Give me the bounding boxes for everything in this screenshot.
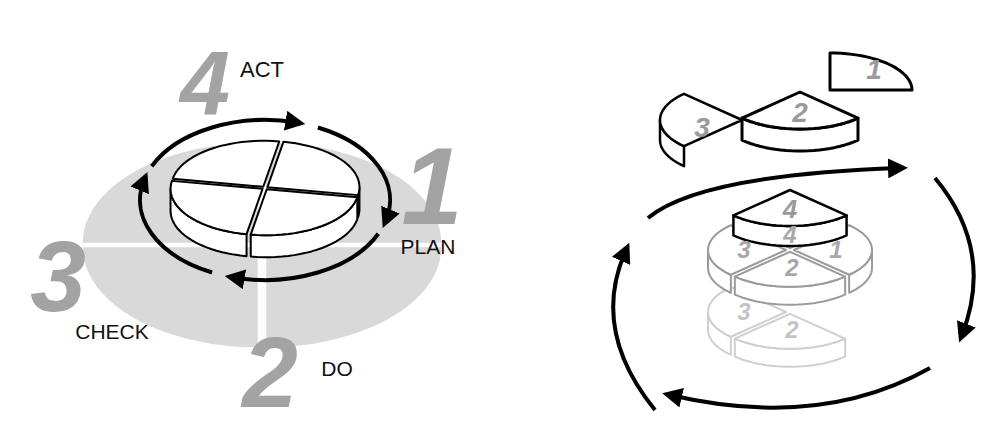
- step-number: 2: [785, 256, 798, 280]
- step-number: 2: [792, 99, 808, 127]
- pdca-pie: [171, 141, 360, 257]
- phase-label: ACT: [240, 59, 284, 81]
- step-number: 3: [737, 238, 750, 262]
- wedge-top: [173, 141, 280, 187]
- wedge-top: [660, 94, 742, 146]
- phase-label: CHECK: [75, 321, 149, 342]
- step-number: 3: [694, 114, 710, 142]
- step-number: 4: [783, 196, 797, 222]
- step-number: 3: [737, 300, 750, 324]
- cycle-arrow: [670, 368, 930, 408]
- phase-label: PLAN: [401, 236, 456, 257]
- step-number: 1: [829, 238, 842, 262]
- step-number: 4: [180, 39, 230, 129]
- spiral-arrows: [613, 168, 974, 410]
- step-number: 2: [242, 322, 298, 422]
- phase-label: DO: [321, 358, 353, 379]
- spiral-stack: [660, 53, 912, 367]
- cycle-arrow: [648, 168, 900, 218]
- cycle-arrow: [613, 250, 655, 410]
- cycle-arrow: [233, 234, 379, 280]
- cycle-arrow: [318, 128, 390, 221]
- wedge-top: [735, 314, 845, 349]
- cycle-arrows: [140, 120, 390, 280]
- wedge-top: [742, 92, 858, 129]
- wedge-top: [735, 252, 845, 287]
- step-number: 3: [30, 226, 86, 326]
- step-number: 2: [785, 318, 798, 342]
- wedge-top: [251, 189, 358, 235]
- wedge-top: [171, 181, 263, 234]
- cycle-arrow: [140, 179, 212, 272]
- wedge-top: [830, 53, 912, 90]
- cycle-arrow: [935, 178, 974, 335]
- step-number: 4: [783, 223, 796, 247]
- wedge-top: [733, 190, 846, 226]
- step-number: 1: [866, 56, 882, 84]
- wedge-top: [267, 142, 359, 195]
- step-number: 1: [401, 131, 462, 241]
